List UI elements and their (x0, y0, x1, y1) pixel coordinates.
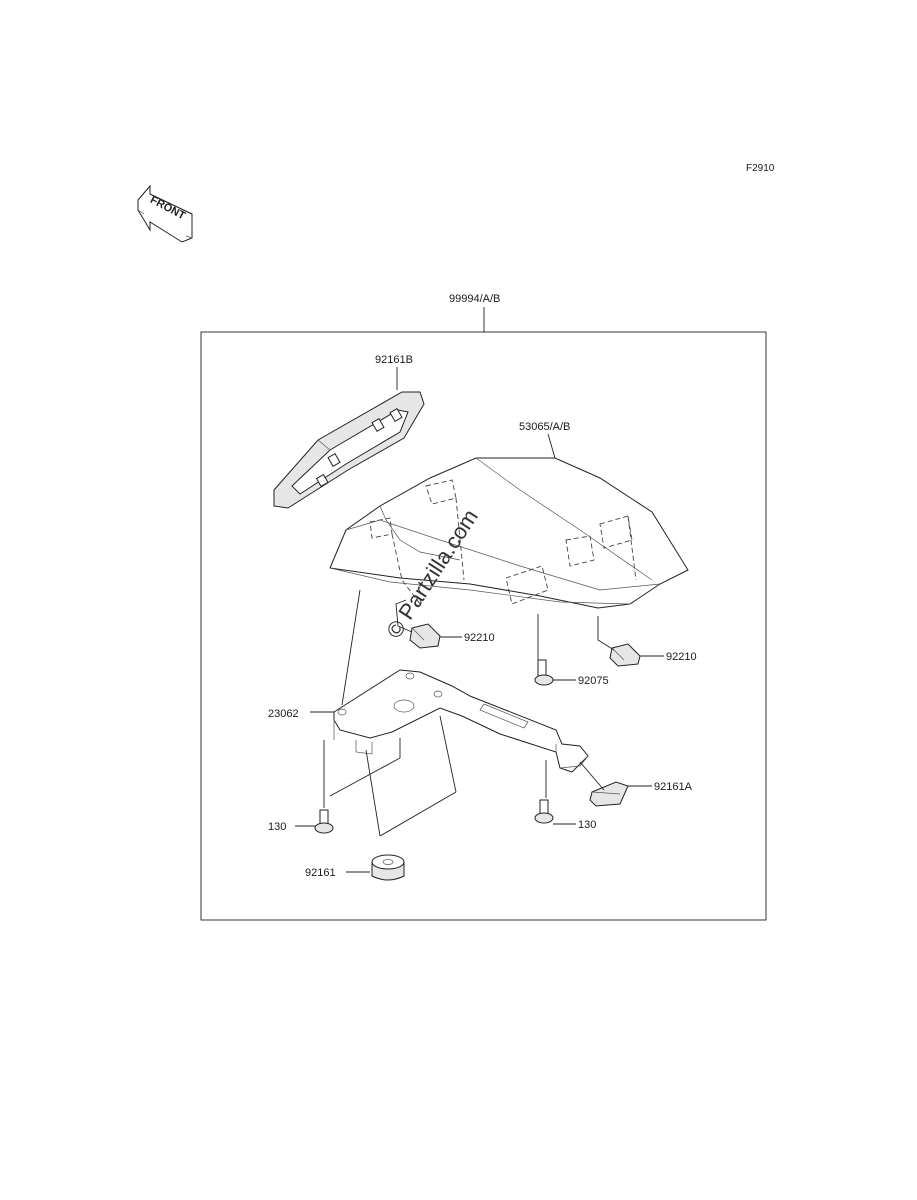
seat-cover-cap-part (273, 391, 425, 509)
label-bracket: 23062 (268, 708, 299, 720)
bolt-center-part (534, 659, 554, 686)
label-bolt-center: 92075 (578, 675, 609, 687)
leader-nut-right-path (597, 616, 615, 651)
kit-frame (200, 331, 767, 921)
bolt-left-part (314, 809, 334, 834)
nut-left-part (409, 623, 441, 649)
label-damper-bottom: 92161 (305, 867, 336, 879)
label-kit: 99994/A/B (449, 293, 500, 305)
label-seat-cover-cap: 92161B (375, 354, 413, 366)
label-damper-right: 92161A (654, 781, 693, 793)
leader-nut-left-path (395, 599, 413, 633)
damper-bottom-part (371, 854, 405, 881)
nut-right-part (609, 643, 641, 667)
label-bolt-right: 130 (578, 819, 596, 831)
seat-cover-part (329, 457, 689, 609)
figure-code: F2910 (746, 163, 775, 174)
leader-seat-cover (547, 433, 556, 459)
leader-damper-right-axis (579, 761, 605, 791)
label-nut-left: 92210 (464, 632, 495, 644)
label-seat-cover: 53065/A/B (519, 421, 570, 433)
front-arrow-icon: FRONT (137, 184, 193, 243)
bracket-part (333, 669, 589, 773)
label-bolt-left: 130 (268, 821, 286, 833)
assembly-lines (329, 589, 457, 837)
bolt-right-part (534, 799, 554, 824)
label-nut-right: 92210 (666, 651, 697, 663)
damper-right-part (589, 781, 629, 807)
